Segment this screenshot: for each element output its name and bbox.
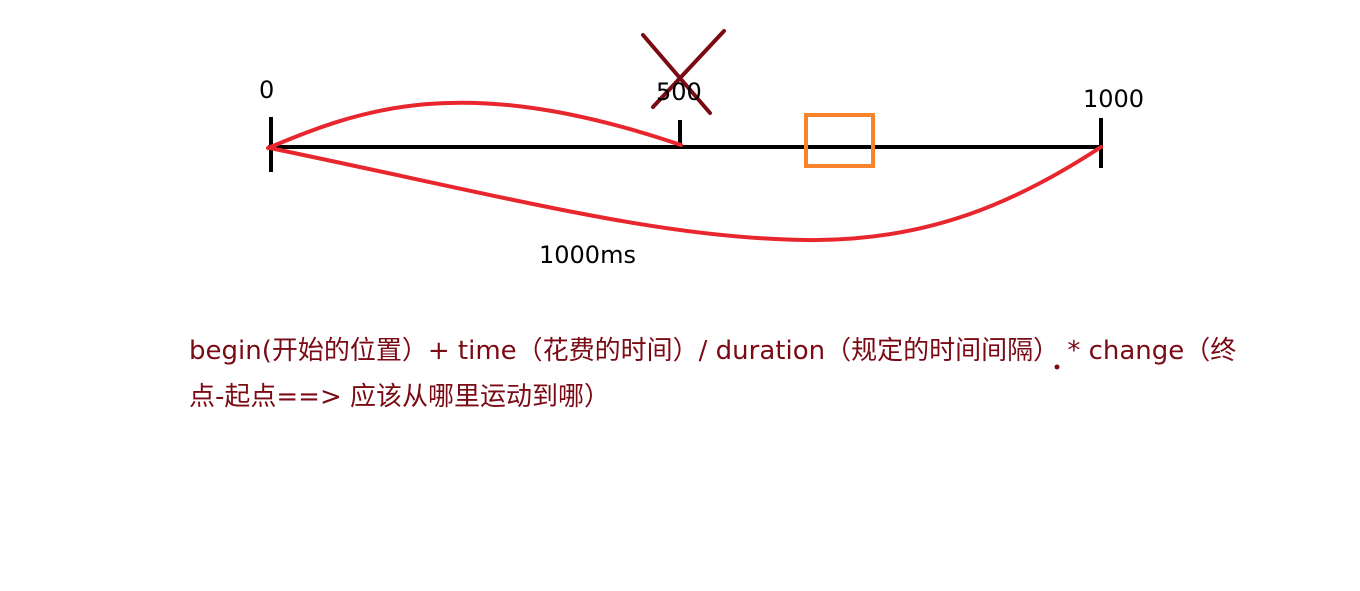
formula-line-1: begin(开始的位置）+ time（花费的时间）/ duration（规定的时… — [189, 336, 1237, 366]
arc-to-500 — [266, 100, 683, 150]
cross-mark-stroke-1 — [641, 33, 712, 115]
tick-start-label: 0 — [259, 76, 275, 104]
arc-to-1000 — [268, 145, 1103, 243]
moving-element-box — [804, 113, 875, 168]
tick-middle-label: 500 — [656, 78, 702, 106]
cross-mark-stroke-2 — [651, 29, 726, 109]
tick-end-label: 1000 — [1083, 85, 1145, 113]
dot-mark — [1054, 364, 1060, 370]
formula-line-2: 点-起点==> 应该从哪里运动到哪） — [189, 382, 611, 412]
duration-label: 1000ms — [539, 241, 636, 269]
